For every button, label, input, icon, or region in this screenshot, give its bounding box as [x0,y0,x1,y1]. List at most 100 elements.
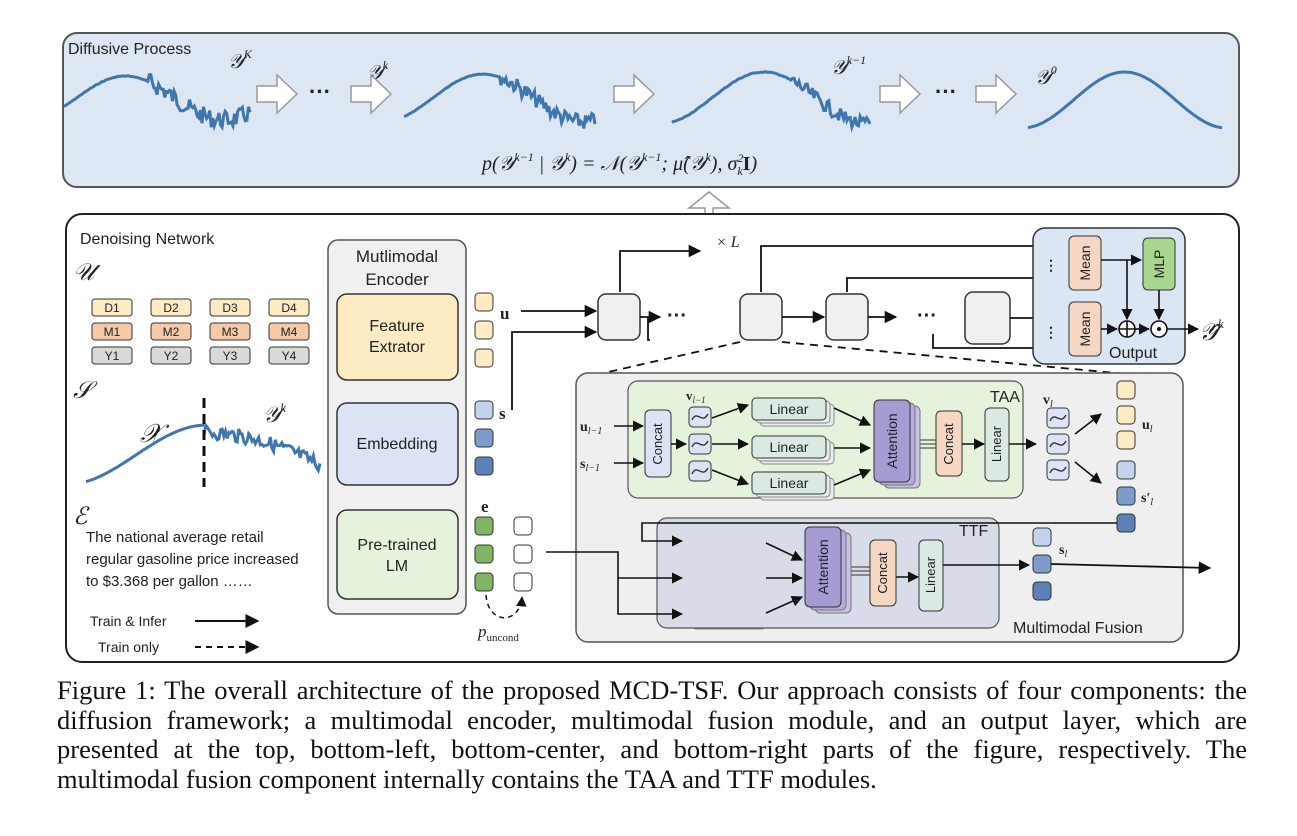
layer-block-2 [739,293,783,341]
encoder-title-line-2: Encoder [365,270,429,289]
grid-cell-label: M2 [163,325,180,339]
grid-cell-label: Y1 [105,349,120,363]
grid-cell-label: D1 [104,301,120,315]
figure-caption: Figure 1: The overall architecture of th… [57,675,1247,794]
zoom-line-right [781,341,1171,379]
grid-cell [91,346,133,365]
u-l-label: ul [1142,418,1153,435]
mean-box-top [1068,235,1102,291]
noisy-future-series-line [202,421,322,475]
s-token-label: s [499,404,506,423]
grid-cell [91,322,133,341]
ttf-title: TTF [959,523,989,540]
ttf-linear-out-box [918,539,944,612]
step-arrow-5 [975,73,1018,115]
noisy-wave-yk-1 [671,70,872,133]
step-arrow-2 [350,73,393,115]
grid-cell-label: Y2 [164,349,179,363]
grid-cell [209,322,251,341]
loop-repeat-label: × L [716,234,740,251]
mean-label-top: Mean [1077,245,1093,280]
taa-linear-out-label: Linear [989,425,1004,462]
step-arrow-1 [256,73,299,115]
u-token-label: u [500,304,509,323]
s-token-stack [474,400,494,476]
architecture-diagram: Diffusive Process 𝒴K 𝒴k 𝒴k−1 𝒴0 ··· ··· … [62,32,1240,663]
legend-dashed-label: Train only [98,639,159,655]
taa-internal-arrows [711,403,1038,486]
step-arrow-4 [879,73,922,115]
grid-cell [209,298,251,317]
grid-cell-label: D2 [163,301,179,315]
text-context-line-2: regular gasoline price increased [86,551,299,568]
grid-cell [268,346,310,365]
grid-cell [91,298,133,317]
history-series-line [85,423,205,484]
diffusive-process-panel: Diffusive Process 𝒴K 𝒴k 𝒴k−1 𝒴0 ··· ··· … [62,32,1240,188]
add-operator-symbol [1119,321,1135,337]
linear-layer-box [751,471,827,495]
v-token-wave [1049,414,1067,422]
linear-layer-label: Linear [770,439,809,455]
noisy-wave-yk [403,72,597,129]
main-flow-arrows [511,239,1046,410]
grid-cell [268,322,310,341]
layer-block-3 [825,293,869,341]
mean-bottom-dots: ⋮ [1044,324,1058,340]
taa-input-arrows [614,420,688,469]
linear-layer-box [751,435,827,459]
v-token-wave [691,440,709,448]
noisy-wave-yK [63,73,252,132]
denoising-network-title: Denoising Network [80,231,215,248]
s-l-output-arrow [1050,561,1212,575]
u-token-stack [474,292,494,368]
grid-cell [268,298,310,317]
lm-line-2: LM [386,558,408,575]
taa-title: TAA [990,389,1020,406]
diffusion-step-arrows [256,73,1018,115]
grid-cell [150,298,192,317]
v-token-wave [1049,466,1067,474]
v-l-label: vl [1043,393,1053,410]
output-arrows [1101,254,1200,335]
layer-ellipsis-2: ··· [917,305,937,327]
lm-line-1: Pre-trained [357,537,436,554]
linear-layer-label: Linear [770,475,809,491]
u-l-token-stack [1116,380,1136,450]
state-yk-1-label: 𝒴k−1 [831,53,866,79]
v-prev-tokens [688,406,712,482]
text-context-line-3: to $3.368 per gallon …… [86,573,253,590]
grid-cell-label: M3 [222,325,239,339]
text-context-block: The national average retail regular gaso… [86,529,299,590]
taa-attention-label: Attention [884,413,900,468]
multimodal-fusion-title: Multimodal Fusion [1013,620,1143,637]
up-hollow-arrow [686,191,732,215]
legend-solid-label: Train & Infer [90,613,167,629]
encoder-title-line-1: Mutlimodal [356,247,438,266]
taa-attention-stack [873,399,921,489]
layer-block-4 [964,291,1011,345]
s-prime-label: s′l [1141,491,1153,508]
layer-blocks [597,291,1011,345]
taa-concat-label: Concat [650,423,665,465]
grid-cell-label: D3 [222,301,238,315]
e-set-symbol: ℰ [73,504,90,530]
feature-extractor-line-1: Feature [369,318,424,335]
uncond-dropout-arrow [485,594,527,619]
e-token-label: e [481,497,489,516]
multiply-operator-symbol [1157,327,1161,331]
taa-attn-to-concat [920,439,936,449]
v-l-tokens [1046,407,1070,481]
grid-cell [209,346,251,365]
taa-concat-out-label: Concat [941,423,956,465]
clean-wave-y0 [1027,70,1223,130]
taa-linear-out-box [984,407,1010,482]
uncond-token-stack [513,516,533,592]
output-title: Output [1109,345,1158,362]
diffusive-process-title: Diffusive Process [68,41,191,58]
feature-extractor-box [336,293,459,381]
s-l-token-stack [1032,527,1052,601]
